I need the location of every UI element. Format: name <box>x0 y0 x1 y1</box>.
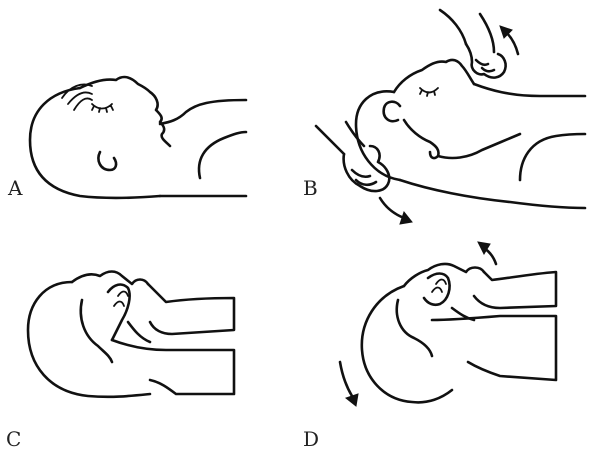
panel-d-teeth <box>432 280 446 293</box>
panel-b-mouth <box>404 120 439 158</box>
panel-b-neck <box>474 84 585 96</box>
panel-c-figure <box>28 272 234 397</box>
panel-a-neck <box>160 100 246 124</box>
panel-b-head-outline <box>356 91 400 180</box>
panel-a-chest-line <box>199 132 246 178</box>
panel-c-head-outline <box>28 282 150 397</box>
panel-b-lower-arrow-shaft <box>380 198 404 218</box>
panel-a-ear <box>98 152 116 170</box>
panel-b-face-profile <box>394 60 474 92</box>
panel-a-eye <box>92 104 113 112</box>
panel-d-airway-upper <box>474 272 556 308</box>
panel-label-c: C <box>6 427 21 451</box>
panel-label-a: A <box>8 176 22 200</box>
panel-c-pharynx <box>128 322 150 342</box>
panel-b-back <box>400 180 585 208</box>
panel-b-lower-arrowhead <box>400 212 412 224</box>
panel-b-throat <box>438 134 520 158</box>
panel-c-jaw <box>81 300 112 362</box>
panel-d-figure <box>340 242 556 406</box>
panel-d-left-arrowhead <box>346 394 358 406</box>
panel-b-figure <box>316 10 585 224</box>
panel-label-d: D <box>303 427 319 451</box>
panel-c-face <box>72 272 148 285</box>
panel-b-ear <box>384 102 400 122</box>
panel-b-eye <box>420 88 438 96</box>
panel-c-airway-lower <box>112 340 234 394</box>
panel-b-upper-hand <box>466 44 506 78</box>
panel-a-figure <box>30 77 246 198</box>
panel-d-airway-lower <box>432 316 556 380</box>
panel-b-upper-arrow-shaft <box>506 32 518 54</box>
panel-d-jaw <box>397 300 432 356</box>
panel-d-left-arrow-shaft <box>340 362 352 396</box>
panel-b-lower-hand <box>344 146 390 191</box>
panel-c-airway-upper <box>148 284 234 334</box>
panel-b-shoulder <box>520 134 585 180</box>
panel-c-teeth <box>114 292 128 307</box>
panel-d-tongue <box>424 274 450 305</box>
panel-label-b: B <box>303 176 318 200</box>
panel-a-head-outline <box>30 88 160 198</box>
panel-a-face-profile <box>80 77 170 146</box>
